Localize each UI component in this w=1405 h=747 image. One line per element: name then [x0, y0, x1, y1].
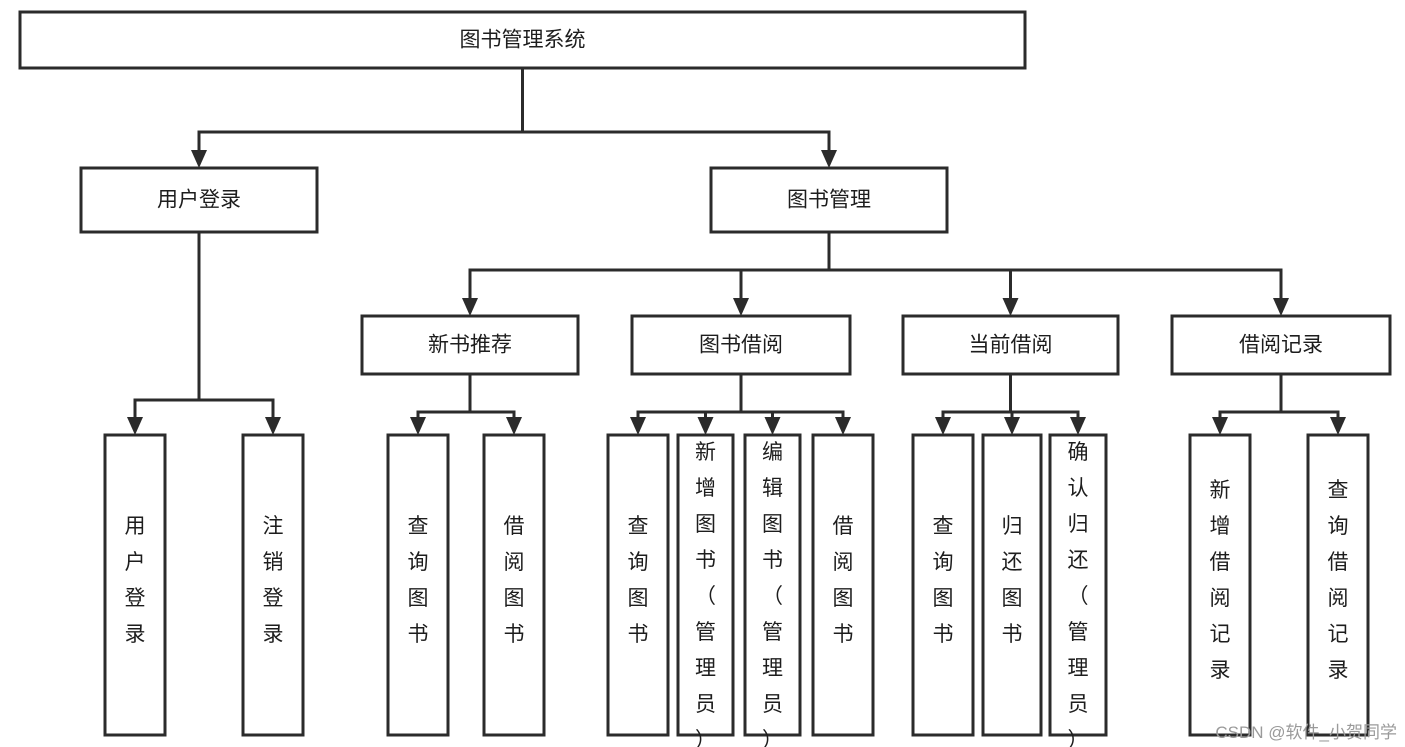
node-new-book-rec[interactable]: 新书推荐: [360, 314, 580, 376]
node-book-manage[interactable]: 图书管理: [709, 166, 949, 234]
node-leaf-borrow-book-2[interactable]: 借阅图书: [811, 433, 875, 737]
arrow-head-icon: [506, 417, 522, 435]
node-leaf-user-login-label: 用户登录: [125, 515, 146, 646]
node-leaf-borrow-book-1-box: [482, 433, 546, 737]
node-leaf-return-book-box: [981, 433, 1043, 737]
node-user-login-label: 用户登录: [157, 189, 241, 212]
node-leaf-add-record[interactable]: 新增借阅记录: [1188, 433, 1252, 737]
arrow-head-icon: [1070, 417, 1086, 435]
node-leaf-query-book-1-label: 查询图书: [408, 515, 429, 646]
arrow-head-icon: [835, 417, 851, 435]
arrow-head-icon: [630, 417, 646, 435]
node-leaf-edit-book-box: [743, 433, 802, 737]
node-leaf-query-book-2-label: 查询图书: [628, 515, 649, 646]
node-user-login-box: [79, 166, 319, 234]
node-leaf-borrow-book-2-label: 借阅图书: [833, 515, 854, 646]
node-borrow-record-box: [1170, 314, 1392, 376]
node-leaf-confirm-return-box: [1048, 433, 1108, 737]
node-leaf-query-record[interactable]: 查询借阅记录: [1306, 433, 1370, 737]
node-leaf-query-record-label: 查询借阅记录: [1328, 479, 1349, 682]
node-leaf-edit-book-label: 编辑图书（管理员）: [762, 441, 783, 747]
node-leaf-query-book-1-box: [386, 433, 450, 737]
node-book-borrow[interactable]: 图书借阅: [630, 314, 852, 376]
node-leaf-add-record-label: 新增借阅记录: [1210, 479, 1231, 682]
node-book-borrow-box: [630, 314, 852, 376]
node-borrow-record[interactable]: 借阅记录: [1170, 314, 1392, 376]
node-leaf-user-login[interactable]: 用户登录: [103, 433, 167, 737]
arrow-head-icon: [764, 417, 781, 435]
node-leaf-return-book-label: 归还图书: [1002, 515, 1023, 646]
node-leaf-query-book-3-label: 查询图书: [933, 515, 954, 646]
node-leaf-user-logout[interactable]: 注销登录: [241, 433, 305, 737]
arrow-head-icon: [410, 417, 426, 435]
node-leaf-confirm-return-label: 确认归还（管理员）: [1068, 441, 1089, 747]
node-leaf-borrow-book-1[interactable]: 借阅图书: [482, 433, 546, 737]
arrow-head-icon: [265, 417, 281, 435]
node-current-borrow-label: 当前借阅: [969, 334, 1053, 357]
node-borrow-record-label: 借阅记录: [1239, 334, 1323, 357]
node-leaf-query-record-box: [1306, 433, 1370, 737]
node-new-book-rec-label: 新书推荐: [428, 334, 512, 357]
node-leaf-return-book[interactable]: 归还图书: [981, 433, 1043, 737]
node-root[interactable]: 图书管理系统: [18, 10, 1027, 70]
arrow-head-icon: [1004, 417, 1020, 435]
node-layer: 图书管理系统用户登录图书管理新书推荐图书借阅当前借阅借阅记录用户登录注销登录查询…: [18, 10, 1392, 747]
arrow-head-icon: [935, 417, 951, 435]
node-leaf-confirm-return[interactable]: 确认归还（管理员）: [1048, 433, 1108, 747]
node-leaf-add-record-box: [1188, 433, 1252, 737]
arrow-head-icon: [191, 150, 207, 168]
node-leaf-query-book-2-box: [606, 433, 670, 737]
node-current-borrow-box: [901, 314, 1120, 376]
arrow-head-icon: [462, 298, 478, 316]
node-book-manage-box: [709, 166, 949, 234]
arrow-head-icon: [733, 298, 749, 316]
connector-layer: [127, 66, 1346, 435]
node-leaf-user-login-box: [103, 433, 167, 737]
arrow-head-icon: [1273, 298, 1289, 316]
arrow-head-icon: [697, 417, 714, 435]
node-current-borrow[interactable]: 当前借阅: [901, 314, 1120, 376]
node-leaf-query-book-2[interactable]: 查询图书: [606, 433, 670, 737]
node-book-manage-label: 图书管理: [787, 189, 871, 212]
node-leaf-borrow-book-2-box: [811, 433, 875, 737]
node-leaf-add-book-label: 新增图书（管理员）: [695, 441, 716, 747]
arrow-head-icon: [1330, 417, 1346, 435]
arrow-head-icon: [1002, 298, 1019, 316]
arrow-head-icon: [1212, 417, 1228, 435]
arrow-head-icon: [821, 150, 837, 168]
node-leaf-user-logout-label: 注销登录: [263, 515, 284, 646]
node-leaf-query-book-3-box: [911, 433, 975, 737]
arrow-head-icon: [127, 417, 143, 435]
node-leaf-query-book-1[interactable]: 查询图书: [386, 433, 450, 737]
node-root-box: [18, 10, 1027, 70]
node-root-label: 图书管理系统: [460, 29, 586, 52]
node-book-borrow-label: 图书借阅: [699, 334, 783, 357]
node-leaf-borrow-book-1-label: 借阅图书: [504, 515, 525, 646]
node-leaf-add-book[interactable]: 新增图书（管理员）: [676, 433, 735, 747]
node-leaf-add-book-box: [676, 433, 735, 737]
node-user-login[interactable]: 用户登录: [79, 166, 319, 234]
node-leaf-user-logout-box: [241, 433, 305, 737]
node-leaf-edit-book[interactable]: 编辑图书（管理员）: [743, 433, 802, 747]
node-new-book-rec-box: [360, 314, 580, 376]
node-leaf-query-book-3[interactable]: 查询图书: [911, 433, 975, 737]
